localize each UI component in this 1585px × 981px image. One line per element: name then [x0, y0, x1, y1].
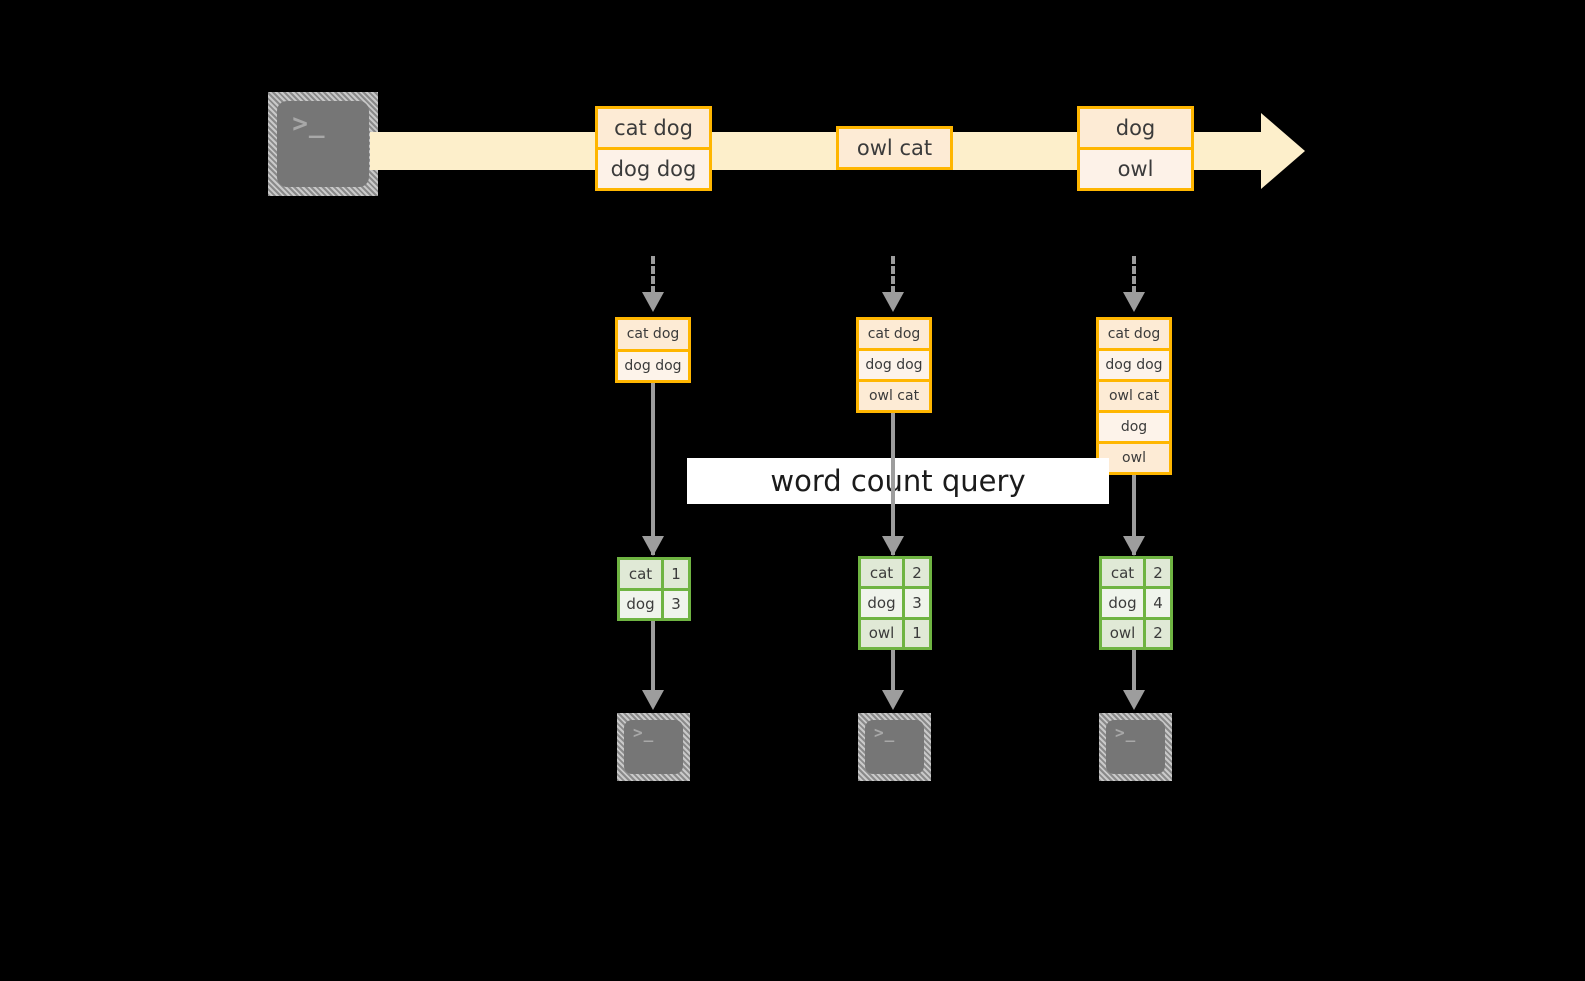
input-row: dog dog: [859, 351, 929, 382]
result-count: 1: [905, 619, 929, 647]
table-row: owl 1: [861, 619, 929, 647]
trigger-3-dashed-line: [1132, 256, 1136, 294]
terminal-prompt-glyph: >_: [633, 723, 655, 743]
terminal-body: [277, 101, 369, 187]
input-row: dog dog: [618, 351, 688, 380]
terminal-prompt-glyph: >_: [874, 723, 896, 743]
trigger-3-sink-line: [1132, 650, 1136, 693]
trigger-2-dashed-arrowhead: [882, 292, 904, 312]
trigger-2-sink-arrowhead: [882, 690, 904, 710]
terminal-body: [865, 720, 924, 774]
result-count: 2: [1146, 559, 1170, 587]
table-row: cat 2: [1102, 559, 1170, 590]
terminal-body: [624, 720, 683, 774]
input-row: cat dog: [618, 320, 688, 352]
input-row: owl: [1099, 444, 1169, 472]
trigger-1-sink-arrowhead: [642, 690, 664, 710]
terminal-body: [1106, 720, 1165, 774]
result-count: 1: [664, 560, 688, 588]
trigger-3-query-arrowhead: [1123, 536, 1145, 556]
input-row: owl cat: [1099, 382, 1169, 413]
stream-batch-2-line-1: owl cat: [836, 126, 953, 170]
table-row: owl 2: [1102, 619, 1170, 647]
trigger-3-input-table: cat dog dog dog owl cat dog owl: [1096, 317, 1172, 475]
input-row: dog dog: [1099, 351, 1169, 382]
input-row: cat dog: [1099, 320, 1169, 351]
trigger-3-result-table: cat 2 dog 4 owl 2: [1099, 556, 1173, 650]
trigger-2-dashed-line: [891, 256, 895, 294]
terminal-prompt-glyph: >_: [292, 108, 326, 139]
table-row: dog 3: [861, 589, 929, 620]
stream-batch-3-line-2: owl: [1077, 147, 1194, 191]
trigger-1-result-table: cat 1 dog 3: [617, 557, 691, 621]
result-word: owl: [861, 619, 905, 647]
trigger-1-sink-line: [651, 621, 655, 693]
result-word: dog: [1102, 589, 1146, 617]
result-word: dog: [620, 590, 664, 618]
trigger-2-result-table: cat 2 dog 3 owl 1: [858, 556, 932, 650]
trigger-1-dashed-line: [651, 256, 655, 294]
trigger-1-input-table: cat dog dog dog: [615, 317, 691, 383]
trigger-1-sink-terminal-icon: >_: [617, 713, 690, 781]
stream-batch-1-line-2: dog dog: [595, 147, 712, 191]
stream-batch-3-line-1: dog: [1077, 106, 1194, 150]
trigger-3-sink-terminal-icon: >_: [1099, 713, 1172, 781]
input-row: dog: [1099, 413, 1169, 444]
trigger-1-dashed-arrowhead: [642, 292, 664, 312]
input-row: owl cat: [859, 382, 929, 410]
result-count: 3: [664, 590, 688, 618]
trigger-1-query-arrowhead: [642, 536, 664, 556]
result-count: 4: [1146, 589, 1170, 617]
query-label-band: word count query: [687, 458, 1109, 504]
result-word: cat: [620, 560, 664, 588]
result-count: 2: [1146, 619, 1170, 647]
table-row: dog 4: [1102, 589, 1170, 620]
trigger-3-dashed-arrowhead: [1123, 292, 1145, 312]
stream-batch-1-line-1: cat dog: [595, 106, 712, 150]
trigger-3-sink-arrowhead: [1123, 690, 1145, 710]
terminal-prompt-glyph: >_: [1115, 723, 1137, 743]
result-word: cat: [1102, 559, 1146, 587]
source-terminal-icon: >_: [268, 92, 378, 196]
trigger-2-sink-terminal-icon: >_: [858, 713, 931, 781]
result-word: owl: [1102, 619, 1146, 647]
query-label: word count query: [770, 464, 1026, 498]
trigger-2-query-arrowhead: [882, 536, 904, 556]
table-row: cat 1: [620, 560, 688, 591]
result-count: 2: [905, 559, 929, 587]
trigger-2-query-line: [891, 413, 895, 555]
trigger-2-sink-line: [891, 650, 895, 693]
result-word: dog: [861, 589, 905, 617]
table-row: cat 2: [861, 559, 929, 590]
trigger-1-query-line: [651, 383, 655, 555]
table-row: dog 3: [620, 590, 688, 618]
stream-arrow-head: [1261, 113, 1305, 189]
input-row: cat dog: [859, 320, 929, 351]
trigger-2-input-table: cat dog dog dog owl cat: [856, 317, 932, 413]
result-word: cat: [861, 559, 905, 587]
trigger-3-query-line: [1132, 475, 1136, 555]
result-count: 3: [905, 589, 929, 617]
